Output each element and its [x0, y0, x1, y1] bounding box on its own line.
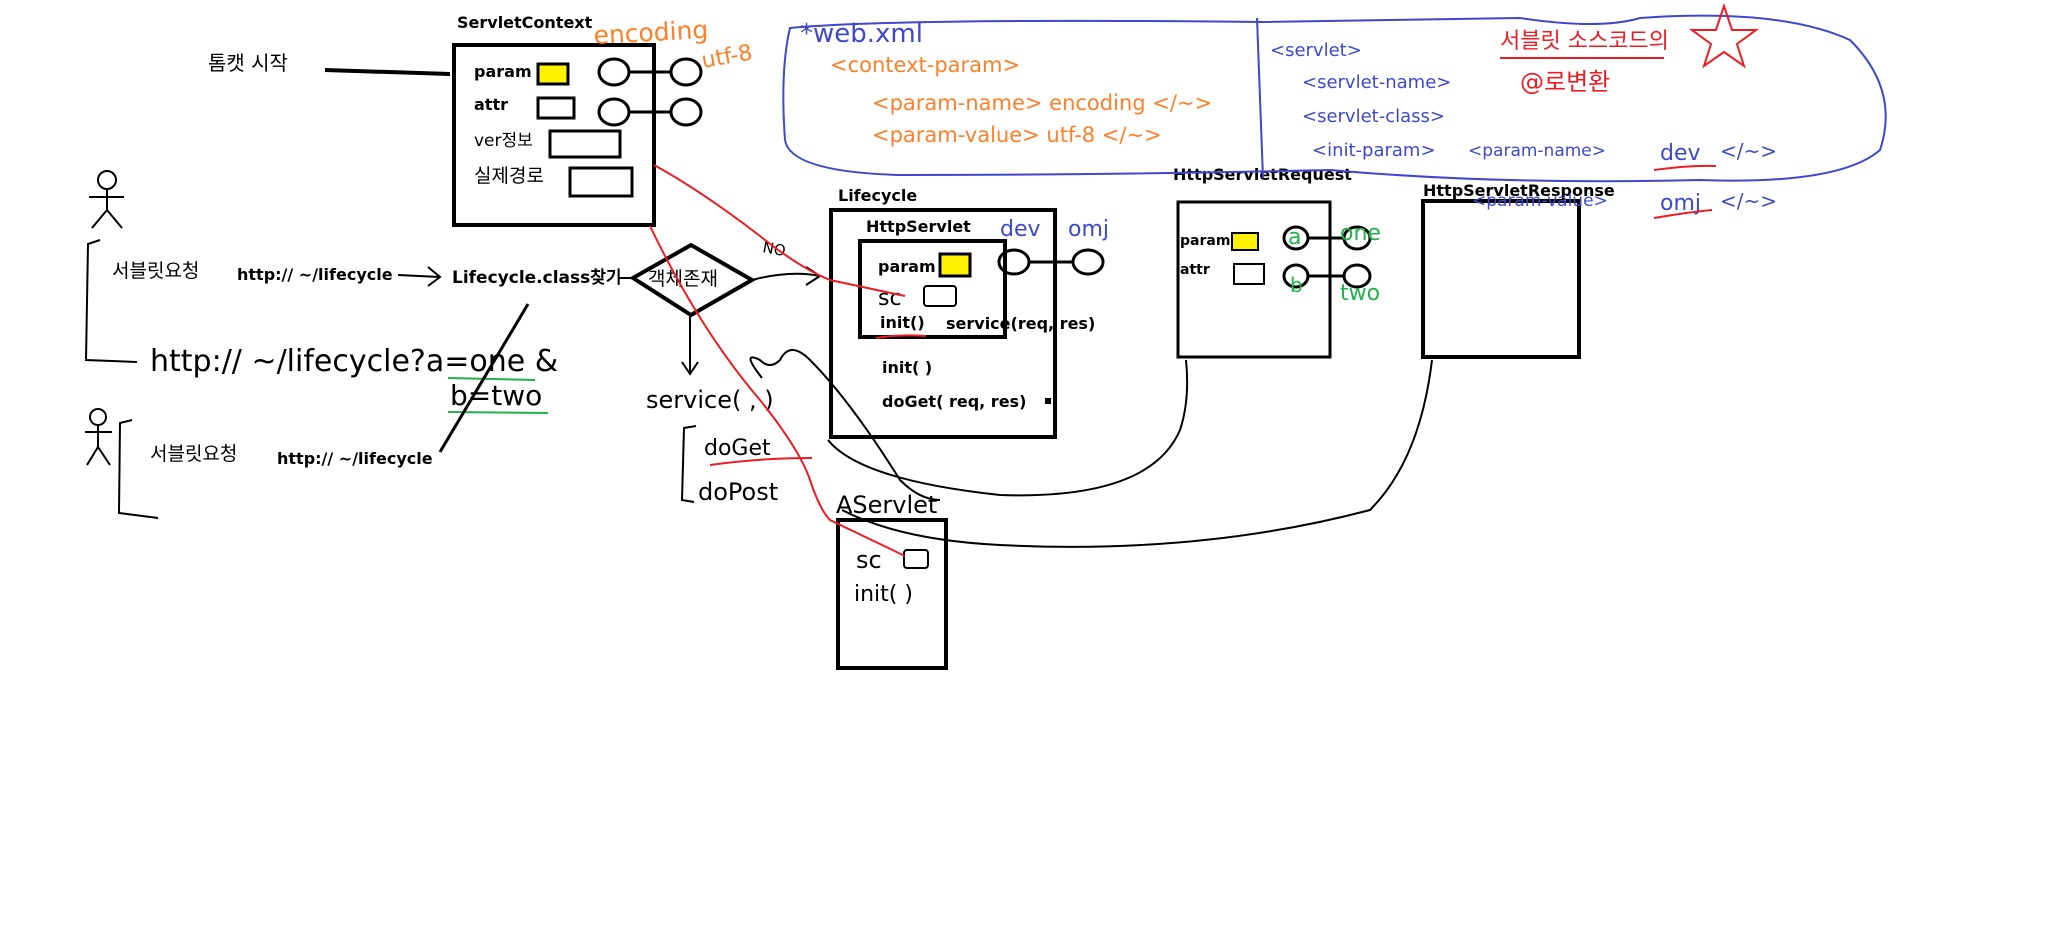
aservlet-sc-label: sc — [856, 546, 882, 574]
close2-tag: </~> — [1720, 189, 1777, 213]
sc-attr-label: attr — [474, 95, 508, 114]
tomcat-start-label: 톰캣 시작 — [208, 51, 288, 75]
response-title: HttpServletResponse — [1423, 181, 1615, 200]
dev-annotation: dev — [1000, 217, 1041, 242]
decision-to-service-arrow — [681, 315, 699, 376]
no-label: NO — [761, 238, 787, 260]
aservlet-init-label: init( ) — [854, 582, 913, 607]
red-flow-context-to-sc — [653, 164, 906, 297]
lc-doget-label: doGet( req, res) — [882, 392, 1026, 411]
http-servlet-box — [858, 239, 1007, 339]
service-bracket — [680, 425, 697, 503]
dev2-value: dev — [1660, 141, 1701, 166]
servlet-name-tag: <servlet-name> — [1302, 72, 1451, 93]
omj-annotation: omj — [1068, 217, 1109, 242]
lc-doget-marker — [1045, 398, 1051, 404]
handwritten-b-two: b=two — [450, 379, 542, 412]
dev2-underline — [1653, 164, 1717, 171]
request-label-2: 서블릿요청 — [150, 443, 237, 465]
class-find-label: Lifecycle.class찾기 — [452, 267, 622, 288]
sc-ver-label: ver정보 — [474, 131, 533, 151]
req-param-slot — [1231, 232, 1259, 251]
user-figure-2 — [85, 408, 112, 466]
req-two-annotation: two — [1340, 281, 1380, 306]
close1-tag: </~> — [1720, 139, 1777, 163]
req-param-label: param — [1180, 233, 1230, 249]
sc-param-circle-1 — [597, 57, 631, 87]
utf8-annotation: utf-8 — [700, 40, 755, 73]
handwritten-url: http:// ~/lifecycle?a=one & — [150, 344, 558, 379]
param-value-line: <param-value> utf-8 </~> — [872, 123, 1162, 147]
hs-sc-label: sc — [878, 286, 902, 311]
dopost-label: doPost — [698, 478, 778, 506]
servlet-context-title: ServletContext — [457, 13, 593, 32]
webxml-title: *web.xml — [800, 19, 923, 49]
star-icon — [1688, 2, 1760, 69]
init-param-tag: <init-param> — [1312, 140, 1436, 161]
sc-param-slot — [536, 62, 570, 86]
sc-param-label: param — [474, 62, 532, 81]
aservlet-sc-slot — [903, 549, 929, 569]
request-url-2: http:// ~/lifecycle — [277, 449, 433, 468]
strike-line — [438, 303, 530, 453]
req-attr-label: attr — [1180, 262, 1210, 278]
sc-path-label: 실제경로 — [474, 165, 544, 187]
tomcat-start-line — [324, 68, 451, 76]
request-bracket-2 — [117, 419, 159, 519]
lc-init-label: init( ) — [882, 358, 932, 377]
red-note-2: @로변환 — [1520, 68, 1610, 96]
req-pin-b-circle-2 — [1342, 263, 1372, 289]
webxml-divider — [1256, 17, 1264, 179]
sc-path-slot — [568, 166, 634, 198]
hs-service-label: service(req, res) — [946, 314, 1095, 333]
request-box — [1176, 200, 1332, 359]
sc-attr-slot — [536, 96, 576, 120]
servlet-class-tag: <servlet-class> — [1302, 106, 1445, 127]
aservlet-box — [836, 518, 948, 670]
hs-init-label: init() — [880, 313, 925, 332]
param-value2-tag: <param-value> — [1472, 191, 1608, 211]
flow-curve-to-request — [827, 359, 1189, 497]
request-url-1: http:// ~/lifecycle — [237, 265, 393, 284]
sc-attr-circle-1 — [597, 97, 631, 127]
user-figure-1 — [89, 170, 124, 229]
hs-param-slot — [938, 252, 972, 278]
request-label-1: 서블릿요청 — [112, 260, 199, 282]
lifecycle-title: Lifecycle — [838, 186, 917, 205]
lifecycle-box — [829, 208, 1057, 439]
http-servlet-title: HttpServlet — [866, 217, 971, 236]
doget-label: doGet — [704, 436, 771, 461]
omj2-underline — [1653, 209, 1713, 219]
param-name2-tag: <param-name> — [1468, 141, 1606, 161]
service-label: service( , ) — [646, 386, 774, 414]
response-box — [1421, 199, 1581, 359]
param-name-line: <param-name> encoding </~> — [872, 91, 1212, 115]
sc-ver-slot — [548, 129, 622, 159]
req-a-annotation: a — [1288, 225, 1301, 250]
flow-curve-to-response — [841, 359, 1433, 548]
sc-param-circle-2 — [669, 57, 703, 87]
req-b-annotation: b — [1290, 273, 1303, 297]
object-exists-label: 객체존재 — [648, 268, 718, 290]
context-param-line: <context-param> — [830, 53, 1020, 77]
req-one-annotation: one — [1340, 221, 1381, 246]
req-pin-a-circle-2 — [1342, 225, 1372, 251]
arrow-to-class-find — [397, 266, 442, 287]
hs-pin-circle-2 — [1071, 248, 1105, 276]
request-bracket-1 — [84, 239, 138, 363]
encoding-annotation: encoding — [593, 15, 709, 50]
servlet-context-box — [452, 43, 656, 227]
hs-param-label: param — [878, 257, 936, 276]
red-note: 서블릿 소스코드의 — [1500, 29, 1669, 54]
init-underline — [875, 334, 927, 339]
webxml-outline — [782, 14, 1887, 183]
hs-sc-slot — [923, 285, 957, 307]
a-one-underline — [447, 377, 536, 381]
flow-curve-service-loop — [749, 349, 941, 501]
servlet-tag: <servlet> — [1270, 40, 1362, 61]
red-flow-context-to-aservlet — [649, 225, 906, 557]
req-attr-slot — [1233, 263, 1265, 285]
sc-attr-circle-2 — [669, 97, 703, 127]
